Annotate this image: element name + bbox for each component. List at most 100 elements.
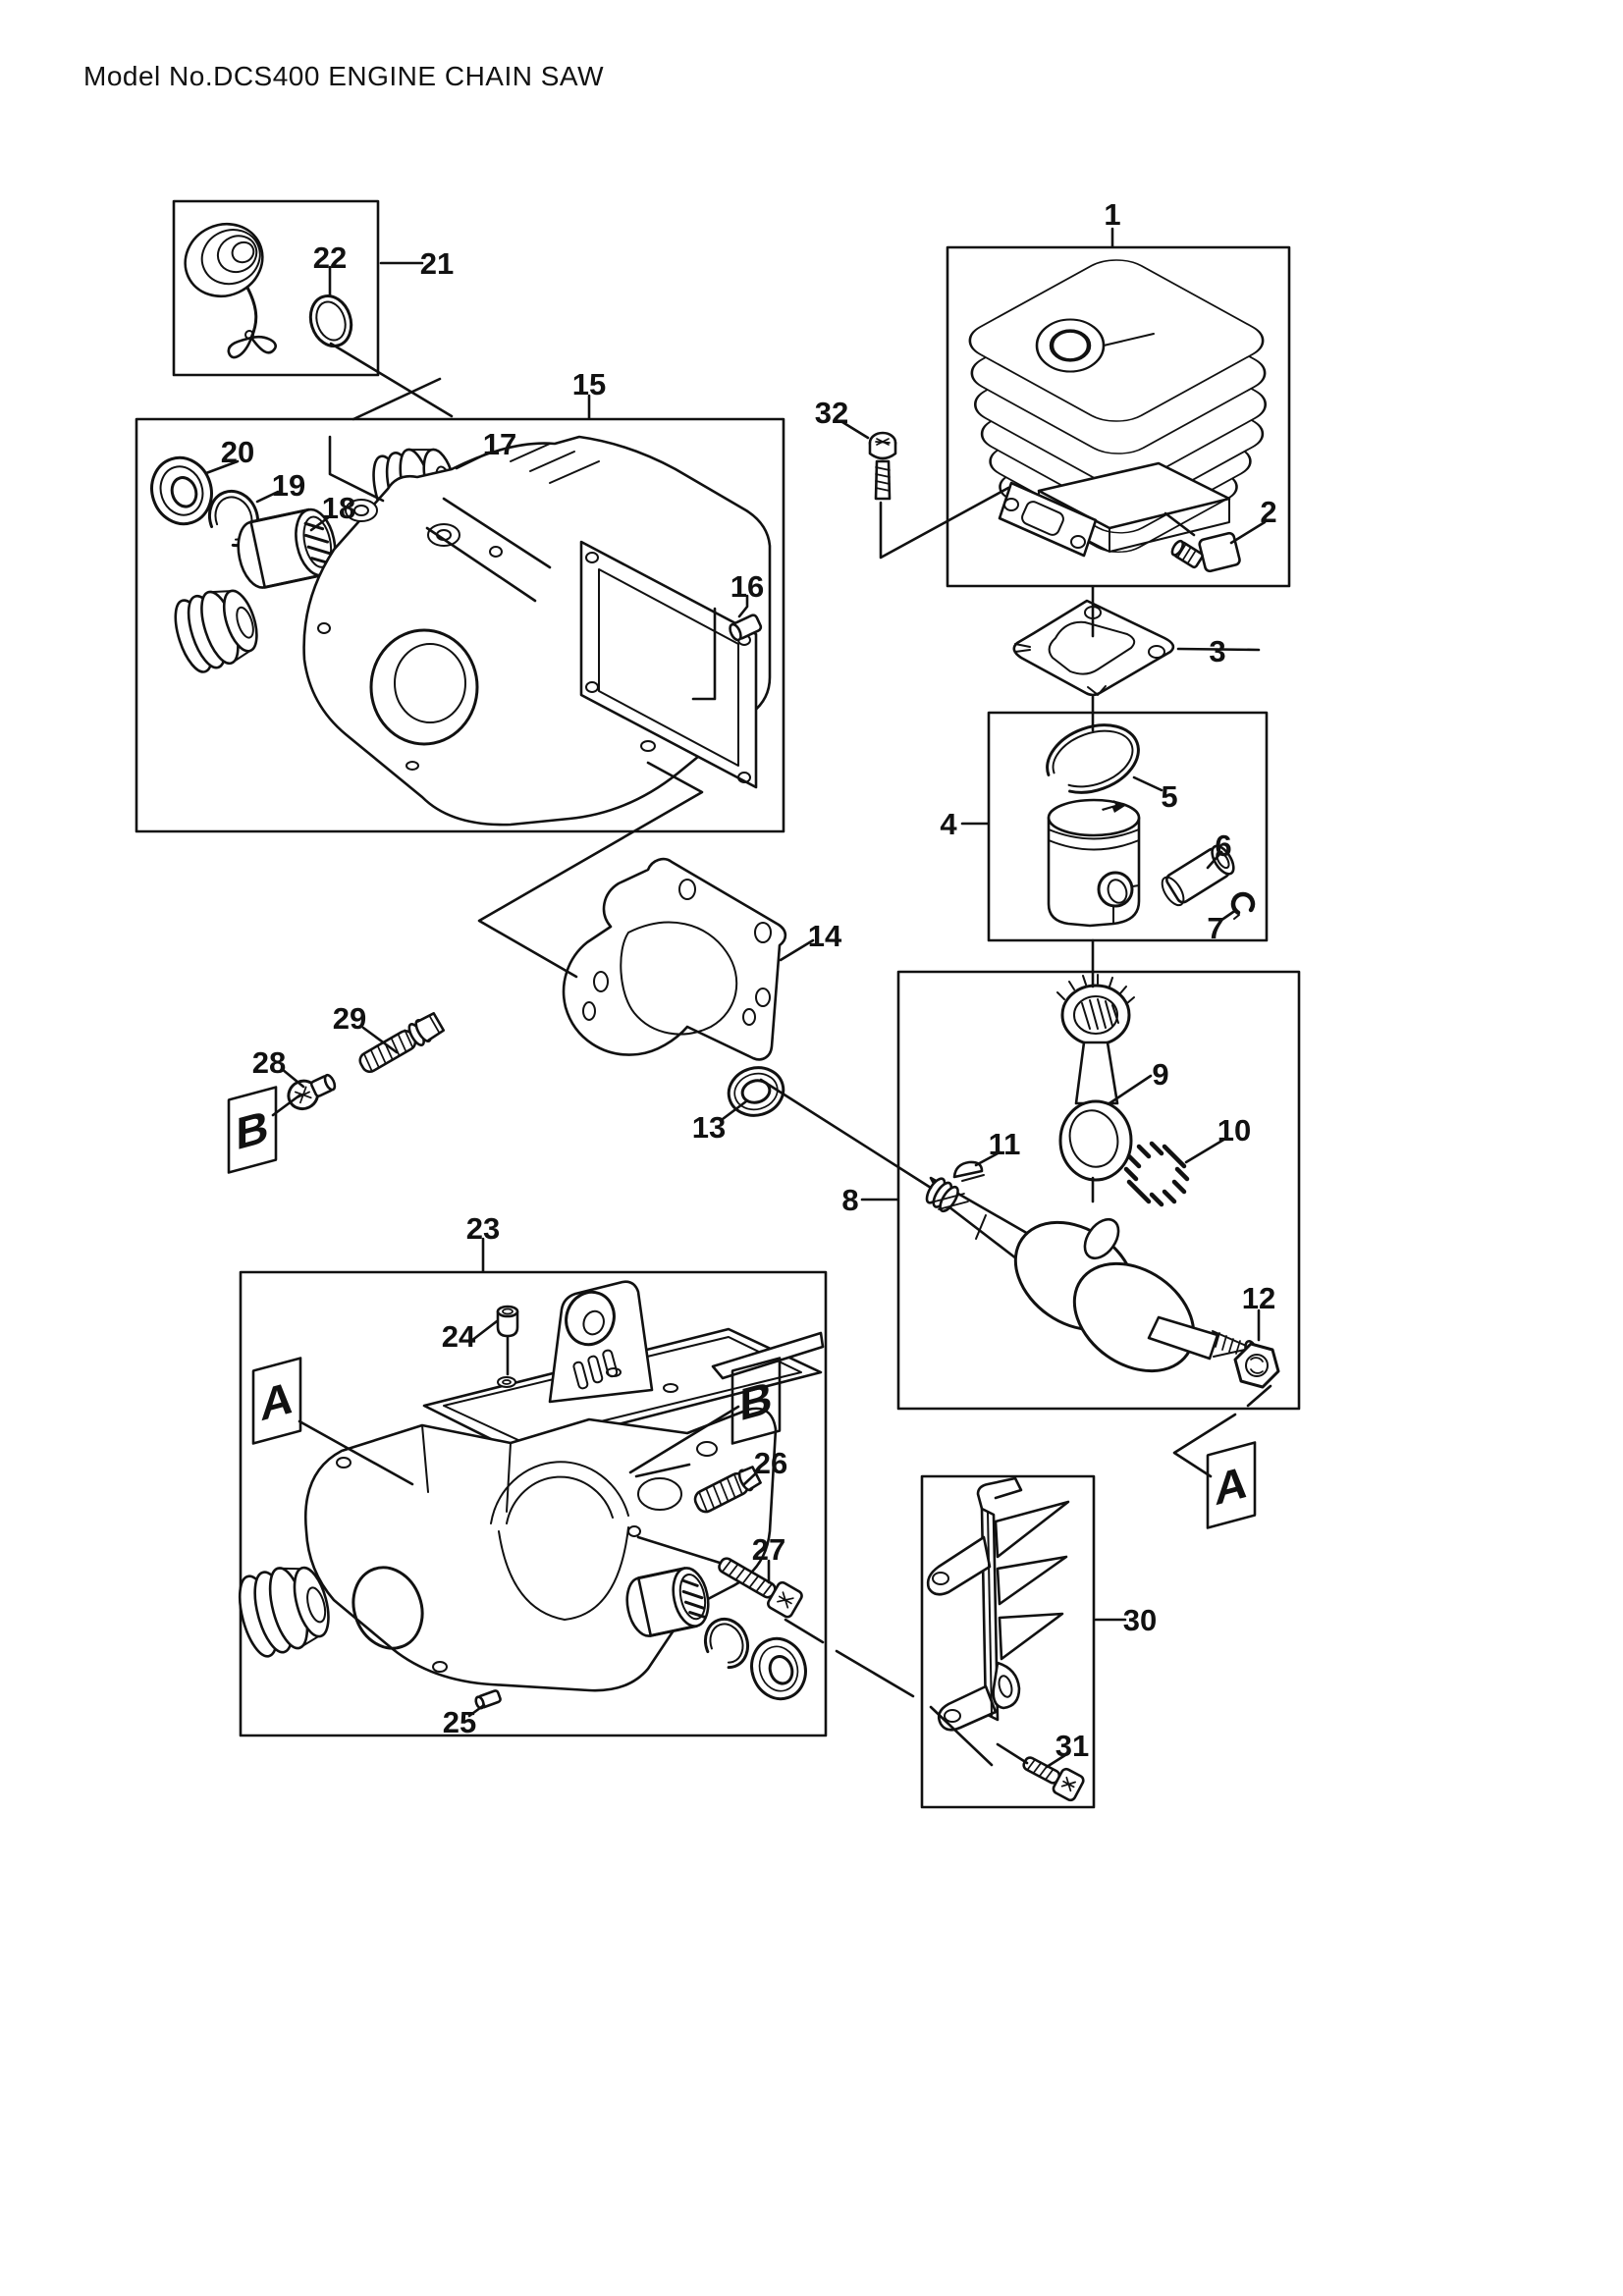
leader-line — [737, 594, 749, 618]
section-marker-letter: A — [260, 1371, 293, 1430]
section-marker-letter: A — [1215, 1456, 1247, 1515]
part-label-2: 2 — [1260, 495, 1276, 529]
leader-line — [280, 1067, 305, 1089]
page-title: Model No.DCS400 ENGINE CHAIN SAW — [83, 61, 604, 91]
leader-line — [467, 1703, 486, 1718]
leader-line — [477, 761, 704, 979]
part-label-18: 18 — [322, 491, 355, 525]
group-box-4 — [987, 711, 1269, 942]
part-label-14: 14 — [808, 919, 842, 953]
pin-16-drawing — [729, 614, 763, 642]
pin-25-drawing — [474, 1689, 502, 1710]
leader-line — [840, 420, 870, 440]
group-box-15 — [135, 417, 785, 833]
leader-line — [1229, 520, 1267, 545]
group-box-1 — [946, 245, 1291, 588]
fitting-2-drawing — [1170, 531, 1241, 573]
section-markers-layer: A B B A — [227, 1086, 1257, 1529]
part-label-30: 30 — [1123, 1603, 1157, 1637]
leader-line — [361, 1026, 399, 1054]
part-label-27: 27 — [752, 1532, 785, 1567]
part-label-8: 8 — [841, 1183, 858, 1217]
leader-line — [1176, 647, 1261, 652]
crankshaft-drawing — [925, 1176, 1258, 1373]
part-label-20: 20 — [221, 435, 254, 469]
crankcase-clutch-drawing — [238, 1280, 825, 1701]
part-label-3: 3 — [1209, 634, 1225, 668]
stud-29-drawing — [358, 1012, 446, 1074]
section-marker-B: B — [730, 1357, 782, 1445]
part-label-12: 12 — [1242, 1281, 1275, 1315]
o-ring-22-drawing — [308, 294, 353, 347]
leader-line — [352, 377, 442, 421]
needle-rollers-10-drawing — [1123, 1141, 1190, 1207]
section-marker-A: A — [1206, 1441, 1257, 1529]
nut-28-drawing — [287, 1073, 337, 1111]
section-marker-A: A — [251, 1357, 302, 1445]
leader-line — [1184, 1137, 1227, 1164]
leader-line — [1045, 1753, 1067, 1769]
section-marker-letter: B — [739, 1371, 772, 1430]
leader-line — [1163, 511, 1196, 537]
leader-line — [835, 1649, 915, 1698]
leader-line — [974, 1150, 1001, 1167]
needle-bearing-18-drawing — [237, 507, 337, 589]
part-label-25: 25 — [443, 1705, 476, 1739]
cylinder-drawing — [968, 259, 1268, 558]
part-label-10: 10 — [1217, 1113, 1251, 1148]
part-label-6: 6 — [1215, 828, 1231, 863]
leader-line — [636, 1535, 722, 1565]
gasket-14-drawing — [562, 857, 787, 1061]
part-label-21: 21 — [420, 246, 454, 281]
leader-line — [996, 1742, 1029, 1765]
group-box-8 — [896, 970, 1301, 1411]
screw-32-drawing — [868, 431, 897, 501]
leader-line — [1206, 850, 1223, 870]
leader-line — [1218, 908, 1238, 923]
section-marker-letter: B — [236, 1100, 268, 1159]
piston-ring-5-drawing — [1046, 723, 1140, 794]
part-label-1: 1 — [1104, 197, 1120, 232]
leader-line — [634, 1463, 691, 1478]
part-label-9: 9 — [1152, 1057, 1168, 1092]
circlip-7-drawing — [1230, 891, 1256, 920]
piston-drawing — [1047, 798, 1141, 928]
part-label-22: 22 — [313, 240, 347, 275]
connecting-rod-drawing — [1056, 974, 1135, 1182]
fuel-cap-drawing — [184, 222, 277, 359]
leader-line — [425, 526, 537, 603]
part-label-4: 4 — [940, 807, 957, 841]
leader-line — [742, 1468, 761, 1486]
leader-line — [1132, 775, 1163, 792]
part-label-16: 16 — [730, 569, 764, 604]
leader-line — [1246, 1384, 1272, 1408]
leader-line — [204, 459, 240, 475]
part-label-15: 15 — [572, 367, 606, 401]
crankcase-flywheel-drawing — [174, 435, 772, 827]
part-label-23: 23 — [466, 1211, 500, 1246]
part-label-5: 5 — [1161, 779, 1177, 814]
part-label-28: 28 — [252, 1045, 286, 1080]
nut-12-drawing — [1233, 1342, 1280, 1389]
leader-line — [691, 607, 717, 701]
leader-line — [779, 938, 815, 962]
part-label-13: 13 — [692, 1110, 726, 1145]
leader-line — [759, 1078, 933, 1190]
part-label-26: 26 — [754, 1446, 787, 1480]
leader-line — [329, 342, 454, 418]
leader-line — [1108, 1074, 1153, 1105]
leader-line — [309, 514, 332, 532]
part-label-29: 29 — [333, 1001, 366, 1036]
group-box-23 — [239, 1270, 828, 1737]
leader-line — [469, 1319, 499, 1343]
leader-line — [879, 486, 1010, 560]
screw-31-drawing — [1022, 1756, 1085, 1802]
gasket-3-drawing — [1012, 599, 1175, 697]
leader-lines-layer — [204, 227, 1272, 1769]
part-label-11: 11 — [989, 1127, 1021, 1161]
leader-line — [721, 1099, 748, 1121]
plug-24-drawing — [496, 1305, 519, 1338]
leader-line — [1172, 1413, 1237, 1478]
leader-line — [929, 1705, 994, 1767]
part-label-32: 32 — [815, 396, 848, 430]
